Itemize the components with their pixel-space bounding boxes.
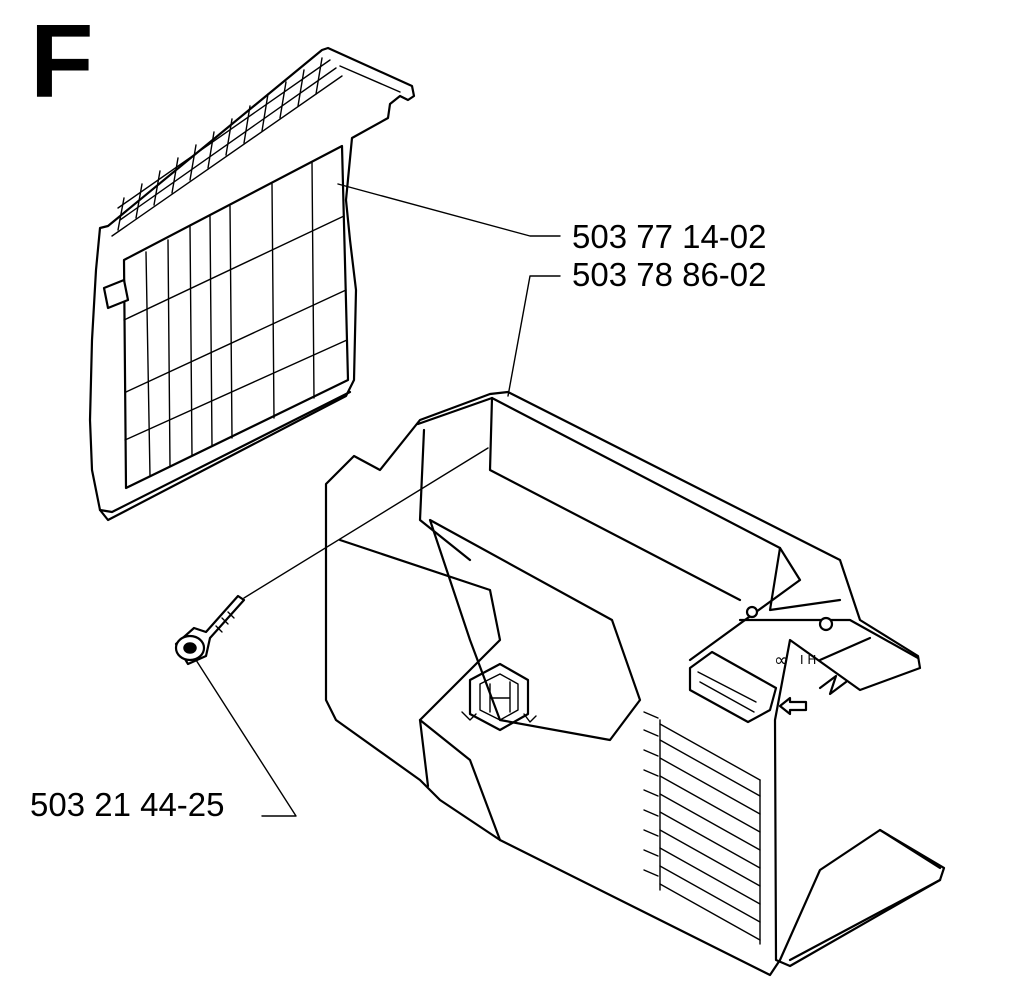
cylinder-cover-housing: ∞ I H <box>324 390 946 977</box>
air-filter-cover <box>88 46 416 522</box>
leader-line-cover <box>337 183 561 237</box>
control-symbols: ∞ I H <box>774 650 848 716</box>
leader-lines <box>195 183 561 817</box>
section-letter: F <box>30 4 94 120</box>
part-label-screw: 503 21 44-25 <box>30 786 225 823</box>
svg-text:∞: ∞ <box>774 650 789 671</box>
part-label-air-filter-cover: 503 77 14-02 <box>572 218 767 255</box>
screw <box>174 594 246 666</box>
part-label-cylinder-cover: 503 78 86-02 <box>572 256 767 293</box>
leader-line-screw <box>195 659 297 817</box>
brand-logo-mark <box>461 662 537 732</box>
svg-text:I H: I H <box>800 653 816 667</box>
leader-line-housing <box>507 275 561 397</box>
screw-axis-line <box>243 447 489 599</box>
